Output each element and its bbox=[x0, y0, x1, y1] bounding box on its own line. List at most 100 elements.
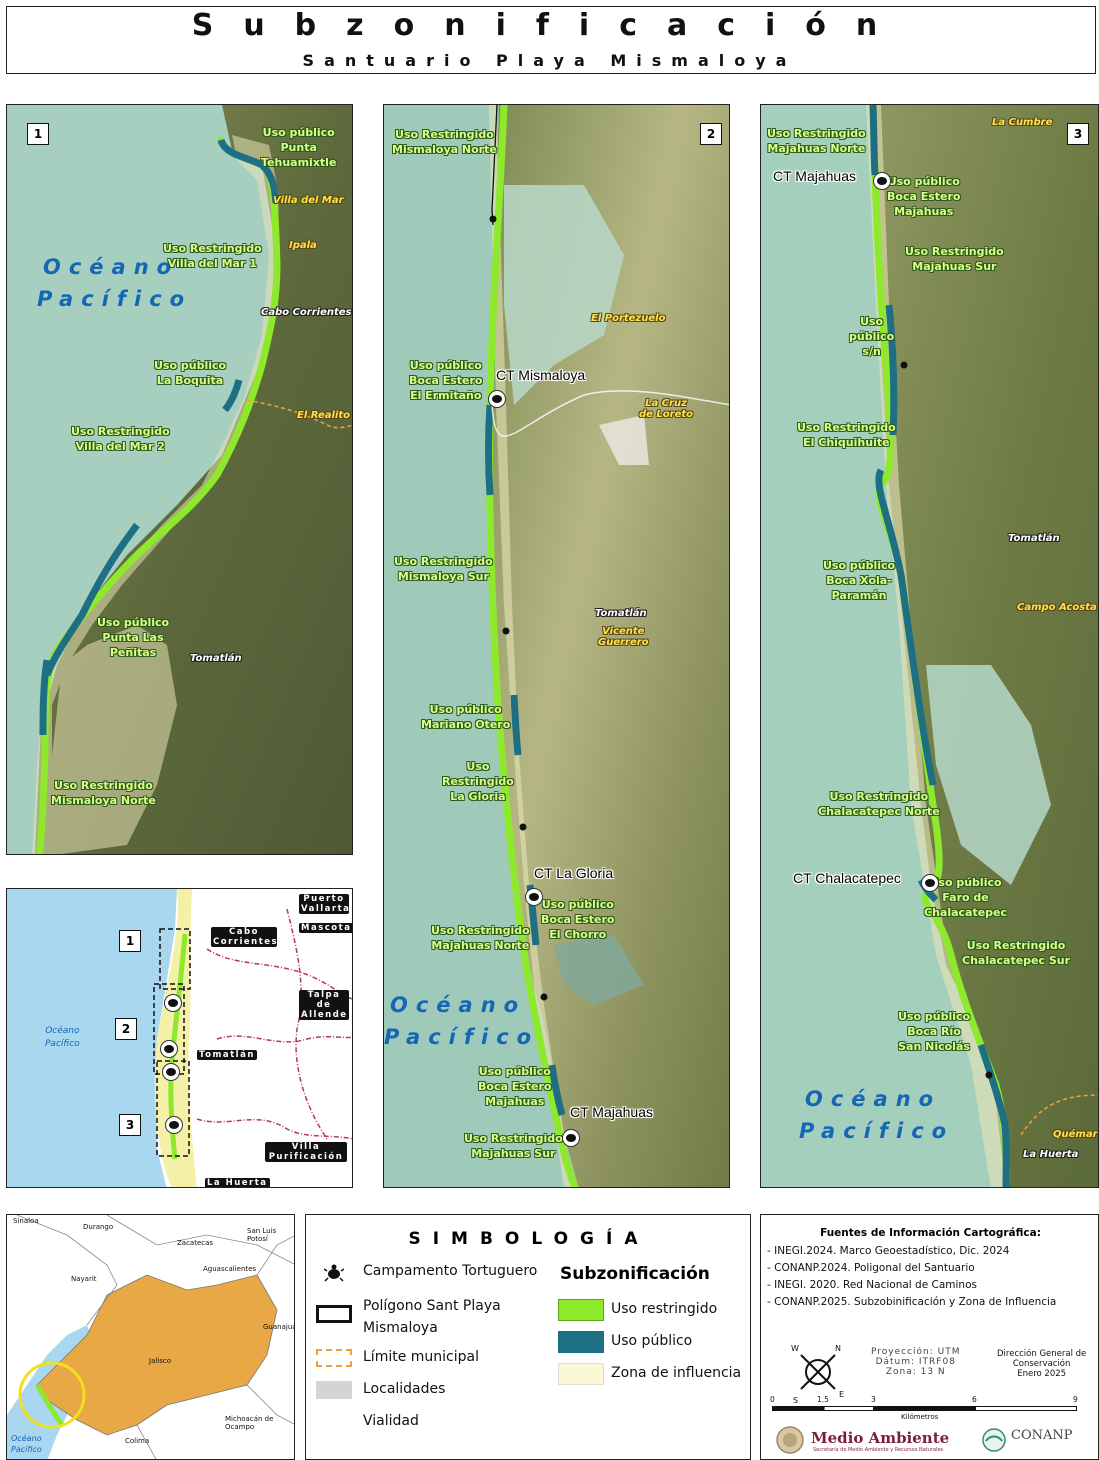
projection-line: Proyección: UTM bbox=[871, 1347, 961, 1357]
legend-swatch-polygon bbox=[316, 1305, 352, 1323]
zone-line: Majahuas Norte bbox=[767, 142, 866, 155]
ocean-word-1: Océano bbox=[390, 993, 527, 1017]
zone-label: Uso Restringido Mismaloya Norte bbox=[51, 778, 156, 808]
zone-line: El Ermitaño bbox=[410, 389, 482, 402]
sources-title: Fuentes de Información Cartográfica: bbox=[820, 1227, 1041, 1239]
locality-label: La Cumbre bbox=[992, 117, 1053, 128]
map-panel-1: 1 Océano Pacífico Uso público Punta Tehu… bbox=[6, 104, 353, 855]
legend-item-roads: Vialidad bbox=[363, 1413, 419, 1429]
zone-label: Uso público Boca Estero Majahuas bbox=[478, 1064, 551, 1109]
zone-line: Uso Restringido bbox=[163, 242, 262, 255]
zone-line: Punta bbox=[280, 141, 317, 154]
zone-line: Boca Xola- bbox=[826, 574, 892, 587]
page-subtitle: Santuario Playa Mismaloya bbox=[302, 51, 797, 70]
locality-label: Cabo Corrientes bbox=[261, 307, 352, 318]
zone-line: Chalacatepec bbox=[924, 906, 1008, 919]
place-label: Villa Purificación bbox=[265, 1142, 347, 1162]
zone-label: Uso Restringido Villa del Mar 2 bbox=[71, 424, 170, 454]
ocean-label: Océano Pacífico bbox=[37, 251, 192, 315]
zone-label: Uso público s/n bbox=[849, 314, 894, 359]
conanp-logo-text: CONANP bbox=[1011, 1428, 1073, 1443]
legend-swatch-localities bbox=[316, 1381, 352, 1399]
panel-number: 1 bbox=[27, 123, 49, 145]
compass-icon: N W E S bbox=[791, 1344, 844, 1405]
zone-line: Uso público bbox=[154, 359, 227, 372]
zone-line: Uso Restringido bbox=[464, 1132, 563, 1145]
zone-line: Boca Estero bbox=[541, 913, 615, 926]
legend-item-publico: Uso público bbox=[611, 1333, 693, 1349]
map-panel-3: 3 Océano Pacífico Uso Restringido Majahu… bbox=[760, 104, 1099, 1188]
turtle-camp-label: CT Majahuas bbox=[570, 1104, 654, 1120]
zone-label: Uso público Mariano Otero bbox=[421, 702, 510, 732]
state-label: San Luis Potosí bbox=[247, 1227, 277, 1243]
ocean-word-1: Océano bbox=[43, 255, 180, 279]
zone-label: Uso público Boca Río San Nicolás bbox=[898, 1009, 970, 1054]
zone-line: Uso público bbox=[97, 616, 170, 629]
ocean-word-2: Pacífico bbox=[37, 287, 193, 311]
map-panel-1-graphic bbox=[32, 105, 352, 854]
zone-line: Mismaloya Norte bbox=[392, 143, 497, 156]
turtle-camp-icon bbox=[488, 390, 506, 408]
ocean-word-2: Pacífico bbox=[384, 1025, 540, 1049]
place-label: Tomatlán bbox=[197, 1050, 257, 1060]
zone-line: Uso Restringido bbox=[797, 421, 896, 434]
ocean-label: Océano Pacífico bbox=[11, 1433, 42, 1455]
zone-line: Mariano Otero bbox=[421, 718, 511, 731]
legend-item-turtle-camp: Campamento Tortuguero bbox=[363, 1263, 538, 1279]
agency-line: Enero 2025 bbox=[1017, 1369, 1067, 1379]
zone-label: Uso Restringido Majahuas Sur bbox=[464, 1131, 563, 1161]
ocean-word-2: Pacífico bbox=[45, 1039, 80, 1049]
state-label: Sinaloa bbox=[13, 1217, 39, 1225]
locator-map-graphic bbox=[7, 1215, 294, 1459]
zone-line: público bbox=[849, 330, 895, 343]
scale-bar bbox=[772, 1406, 1077, 1411]
locator-map: Sinaloa Durango Zacatecas San Luis Potos… bbox=[6, 1214, 295, 1460]
locality-label: La Huerta bbox=[1023, 1149, 1079, 1160]
zone-line: Peñitas bbox=[109, 646, 157, 659]
zone-line: Uso Restringido bbox=[905, 245, 1004, 258]
turtle-camp-icon bbox=[562, 1129, 580, 1147]
zone-line: Boca Estero bbox=[887, 190, 961, 203]
medio-ambiente-logo-sub: Secretaría de Medio Ambiente y Recursos … bbox=[813, 1447, 944, 1453]
source-line: - CONANP.2025. Subzobinificación y Zona … bbox=[767, 1296, 1057, 1308]
map-panel-2-graphic bbox=[485, 105, 729, 1187]
legend-item-influencia: Zona de influencia bbox=[611, 1365, 742, 1381]
locality-label: Campo Acosta bbox=[1017, 602, 1097, 613]
zone-label: Uso público La Boquita bbox=[154, 358, 226, 388]
zone-line: Punta Las bbox=[102, 631, 164, 644]
source-line: - CONANP.2024. Poligonal del Santuario bbox=[767, 1262, 975, 1274]
legend-item-polygon: Polígono Sant Playa Mismaloya bbox=[363, 1298, 501, 1336]
overview-box-number: 1 bbox=[119, 930, 141, 952]
turtle-camp-icon bbox=[525, 888, 543, 906]
zone-line: San Nicolás bbox=[898, 1040, 970, 1053]
state-label: Guanajuato bbox=[263, 1323, 294, 1331]
turtle-camp-icon bbox=[164, 994, 182, 1012]
state-label: Jalisco bbox=[149, 1357, 172, 1365]
zone-line: El Chorro bbox=[549, 928, 607, 941]
turtle-camp-label: CT Mismaloya bbox=[496, 367, 586, 383]
scale-tick-label: 3 bbox=[871, 1395, 876, 1404]
zone-line: Boca Río bbox=[907, 1025, 961, 1038]
turtle-camp-icon bbox=[162, 1063, 180, 1081]
state-label: Michoacán de Ocampo bbox=[225, 1415, 274, 1431]
zone-line: Paramán bbox=[831, 589, 887, 602]
zone-line: Uso Restringido bbox=[966, 939, 1066, 952]
legend-swatch-municipal bbox=[316, 1349, 352, 1367]
zone-line: Restringido bbox=[442, 775, 514, 788]
zone-line: Majahuas Norte bbox=[431, 939, 530, 952]
legend-item-restringido: Uso restringido bbox=[611, 1301, 718, 1317]
zone-label: Uso público Faro de Chalacatepec bbox=[924, 875, 1007, 920]
projection-info: Proyección: UTM Dátum: ITRF08 Zona: 13 N bbox=[871, 1347, 961, 1377]
zone-line: Chalacatepec Sur bbox=[962, 954, 1071, 967]
zone-line: Uso bbox=[860, 315, 884, 328]
zone-line: Uso público bbox=[823, 559, 896, 572]
zone-label: Uso Restringido Majahuas Norte bbox=[431, 923, 530, 953]
zone-line: Chalacatepec Norte bbox=[818, 805, 940, 818]
ocean-label: Océano Pacífico bbox=[384, 989, 539, 1053]
legend-swatch-restringido bbox=[558, 1299, 604, 1321]
turtle-camp-label: CT La Gloria bbox=[534, 865, 614, 881]
zone-line: Majahuas Sur bbox=[912, 260, 997, 273]
zone-label: Uso Restringido La Gloria bbox=[442, 759, 514, 804]
